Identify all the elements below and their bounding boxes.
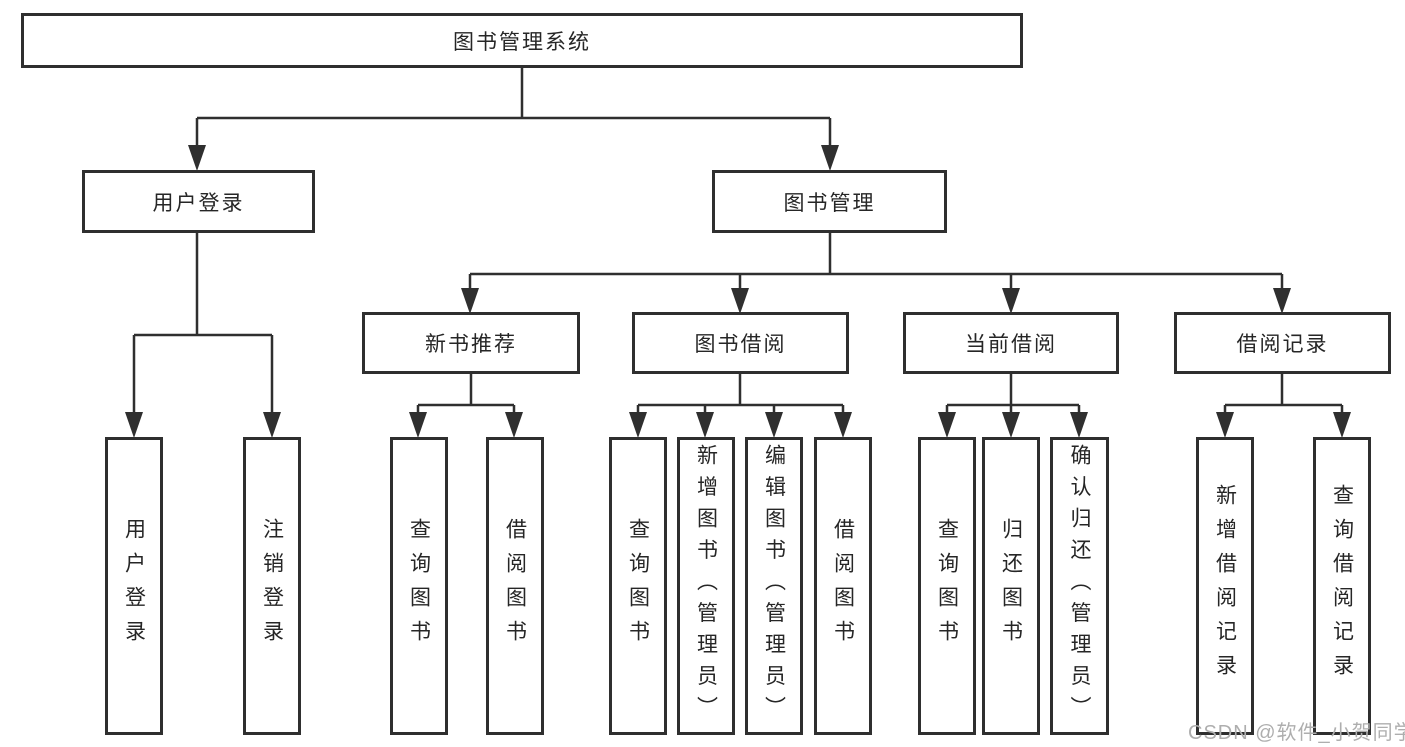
node-user-login: 用户登录	[82, 170, 315, 233]
arrow-down-icon	[938, 412, 956, 438]
node-borrowing-records: 借阅记录	[1174, 312, 1391, 374]
leaf-query-books-under-borrowing: 查询图书	[609, 437, 667, 735]
leaf-label: 用户登录	[122, 517, 146, 655]
leaf-label: 查询图书	[935, 517, 959, 655]
arrow-down-icon	[409, 412, 427, 438]
leaf-logout: 注销登录	[243, 437, 301, 735]
arrow-down-icon	[1070, 412, 1088, 438]
arrow-down-icon	[629, 412, 647, 438]
arrow-down-icon	[834, 412, 852, 438]
arrow-down-icon	[188, 145, 206, 171]
node-current-borrowing: 当前借阅	[903, 312, 1119, 374]
csdn-watermark: CSDN @软件_小贺同学	[1188, 722, 1405, 744]
arrow-down-icon	[821, 145, 839, 171]
leaf-label: 新增借阅记录	[1213, 483, 1237, 689]
arrow-down-icon	[125, 412, 143, 438]
leaf-query-borrow-record: 查询借阅记录	[1313, 437, 1371, 735]
edge-borrowrecord-branch	[1223, 373, 1344, 414]
edge-root-branch	[195, 66, 832, 147]
leaf-label: 注销登录	[260, 517, 284, 655]
node-root-system: 图书管理系统	[21, 13, 1023, 68]
arrowheads	[125, 145, 1351, 438]
node-new-book-recommendation: 新书推荐	[362, 312, 580, 374]
arrow-down-icon	[1002, 412, 1020, 438]
arrow-down-icon	[696, 412, 714, 438]
arrow-down-icon	[1002, 288, 1020, 314]
leaf-label: 新增图书（管理员）	[694, 444, 718, 728]
leaf-label: 查询图书	[626, 517, 650, 655]
leaf-edit-books-admin: 编辑图书（管理员）	[745, 437, 803, 735]
arrow-down-icon	[765, 412, 783, 438]
leaf-label: 查询图书	[407, 517, 431, 655]
node-book-management: 图书管理	[712, 170, 947, 233]
arrow-down-icon	[461, 288, 479, 314]
edge-newbook-branch	[416, 373, 516, 414]
leaf-label: 确认归还（管理员）	[1068, 444, 1091, 728]
leaf-borrow-books-under-borrowing: 借阅图书	[814, 437, 872, 735]
arrow-down-icon	[263, 412, 281, 438]
leaf-label: 归还图书	[999, 517, 1023, 655]
node-book-borrowing: 图书借阅	[632, 312, 849, 374]
edge-bookmgmt-branch	[468, 230, 1284, 291]
edge-userlogin-branch	[132, 230, 274, 414]
arrow-down-icon	[1216, 412, 1234, 438]
leaf-label: 借阅图书	[503, 517, 527, 655]
leaf-borrow-books-under-new-book: 借阅图书	[486, 437, 544, 735]
leaf-label: 编辑图书（管理员）	[762, 444, 786, 728]
edge-currentborrow-branch	[945, 373, 1081, 414]
leaf-add-borrow-record: 新增借阅记录	[1196, 437, 1254, 735]
leaf-label: 查询借阅记录	[1330, 483, 1354, 689]
connector-lines	[132, 66, 1344, 414]
leaf-return-books: 归还图书	[982, 437, 1040, 735]
arrow-down-icon	[505, 412, 523, 438]
edge-bookborrow-branch	[636, 373, 845, 414]
arrow-down-icon	[1273, 288, 1291, 314]
arrow-down-icon	[731, 288, 749, 314]
leaf-add-books-admin: 新增图书（管理员）	[677, 437, 735, 735]
leaf-user-login: 用户登录	[105, 437, 163, 735]
leaf-confirm-return-admin: 确认归还（管理员）	[1050, 437, 1109, 735]
leaf-label: 借阅图书	[831, 517, 855, 655]
leaf-query-books-under-current: 查询图书	[918, 437, 976, 735]
arrow-down-icon	[1333, 412, 1351, 438]
leaf-query-books-under-new-book: 查询图书	[390, 437, 448, 735]
